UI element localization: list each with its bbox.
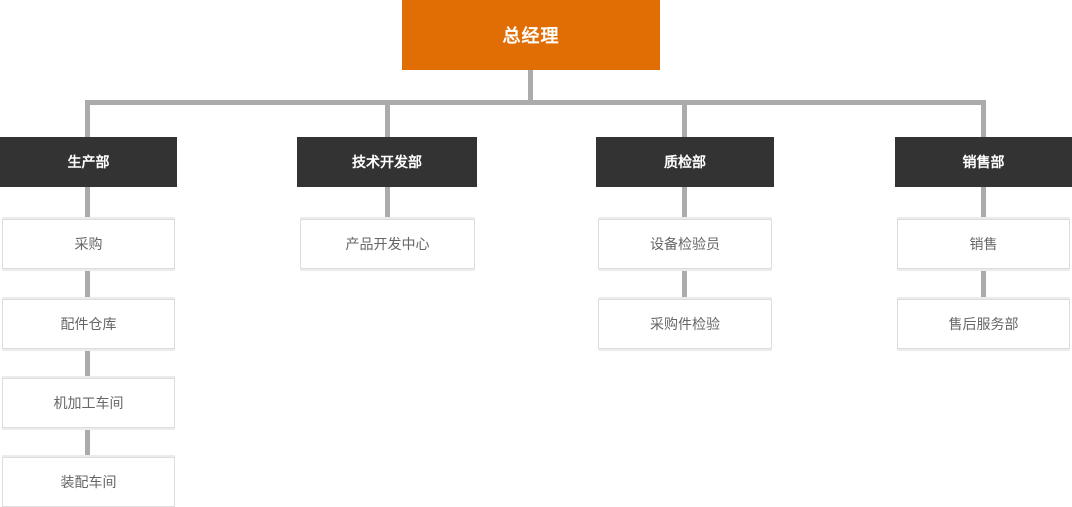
dept-node-sales: 销售部 xyxy=(895,137,1072,187)
connector-main-horizontal xyxy=(85,100,986,105)
leaf-node-label: 采购 xyxy=(74,236,103,252)
connector-line xyxy=(85,348,90,378)
connector-line xyxy=(85,427,90,457)
leaf-node-label: 售后服务部 xyxy=(948,316,1019,332)
leaf-node-product-dev-center: 产品开发中心 xyxy=(300,219,475,269)
leaf-node-equipment-inspector: 设备检验员 xyxy=(598,219,772,269)
dept-node-label: 生产部 xyxy=(67,154,110,170)
connector-line xyxy=(682,187,687,219)
connector-root-stub xyxy=(528,69,533,101)
connector-line xyxy=(981,187,986,219)
connector-line xyxy=(981,268,986,299)
connector-drop-sales xyxy=(981,105,986,138)
leaf-node-label: 销售 xyxy=(969,236,998,252)
dept-node-production: 生产部 xyxy=(0,137,177,187)
leaf-node-purchased-parts-inspection: 采购件检验 xyxy=(598,299,772,349)
dept-node-label: 销售部 xyxy=(962,154,1005,170)
leaf-node-machining-workshop: 机加工车间 xyxy=(2,378,175,428)
connector-line xyxy=(385,187,390,219)
leaf-node-parts-warehouse: 配件仓库 xyxy=(2,299,175,349)
connector-drop-qc xyxy=(682,105,687,138)
connector-drop-tech xyxy=(385,105,390,138)
root-node-label: 总经理 xyxy=(502,26,560,46)
connector-line xyxy=(85,187,90,219)
leaf-node-label: 采购件检验 xyxy=(650,316,720,332)
leaf-node-label: 设备检验员 xyxy=(650,236,720,252)
root-node-general-manager: 总经理 xyxy=(402,0,660,70)
leaf-node-label: 配件仓库 xyxy=(60,316,117,332)
leaf-node-sales: 销售 xyxy=(897,219,1070,269)
leaf-node-label: 产品开发中心 xyxy=(345,236,430,252)
dept-node-label: 技术开发部 xyxy=(352,154,422,170)
connector-drop-production xyxy=(85,105,90,138)
connector-line xyxy=(85,268,90,299)
leaf-node-after-sales-service: 售后服务部 xyxy=(897,299,1070,349)
dept-node-tech-development: 技术开发部 xyxy=(297,137,477,187)
dept-node-label: 质检部 xyxy=(664,154,706,170)
connector-line xyxy=(682,268,687,299)
leaf-node-assembly-workshop: 装配车间 xyxy=(2,457,175,507)
dept-node-quality-inspection: 质检部 xyxy=(596,137,774,187)
leaf-node-label: 机加工车间 xyxy=(53,395,124,411)
leaf-node-purchasing: 采购 xyxy=(2,219,175,269)
leaf-node-label: 装配车间 xyxy=(60,474,117,490)
